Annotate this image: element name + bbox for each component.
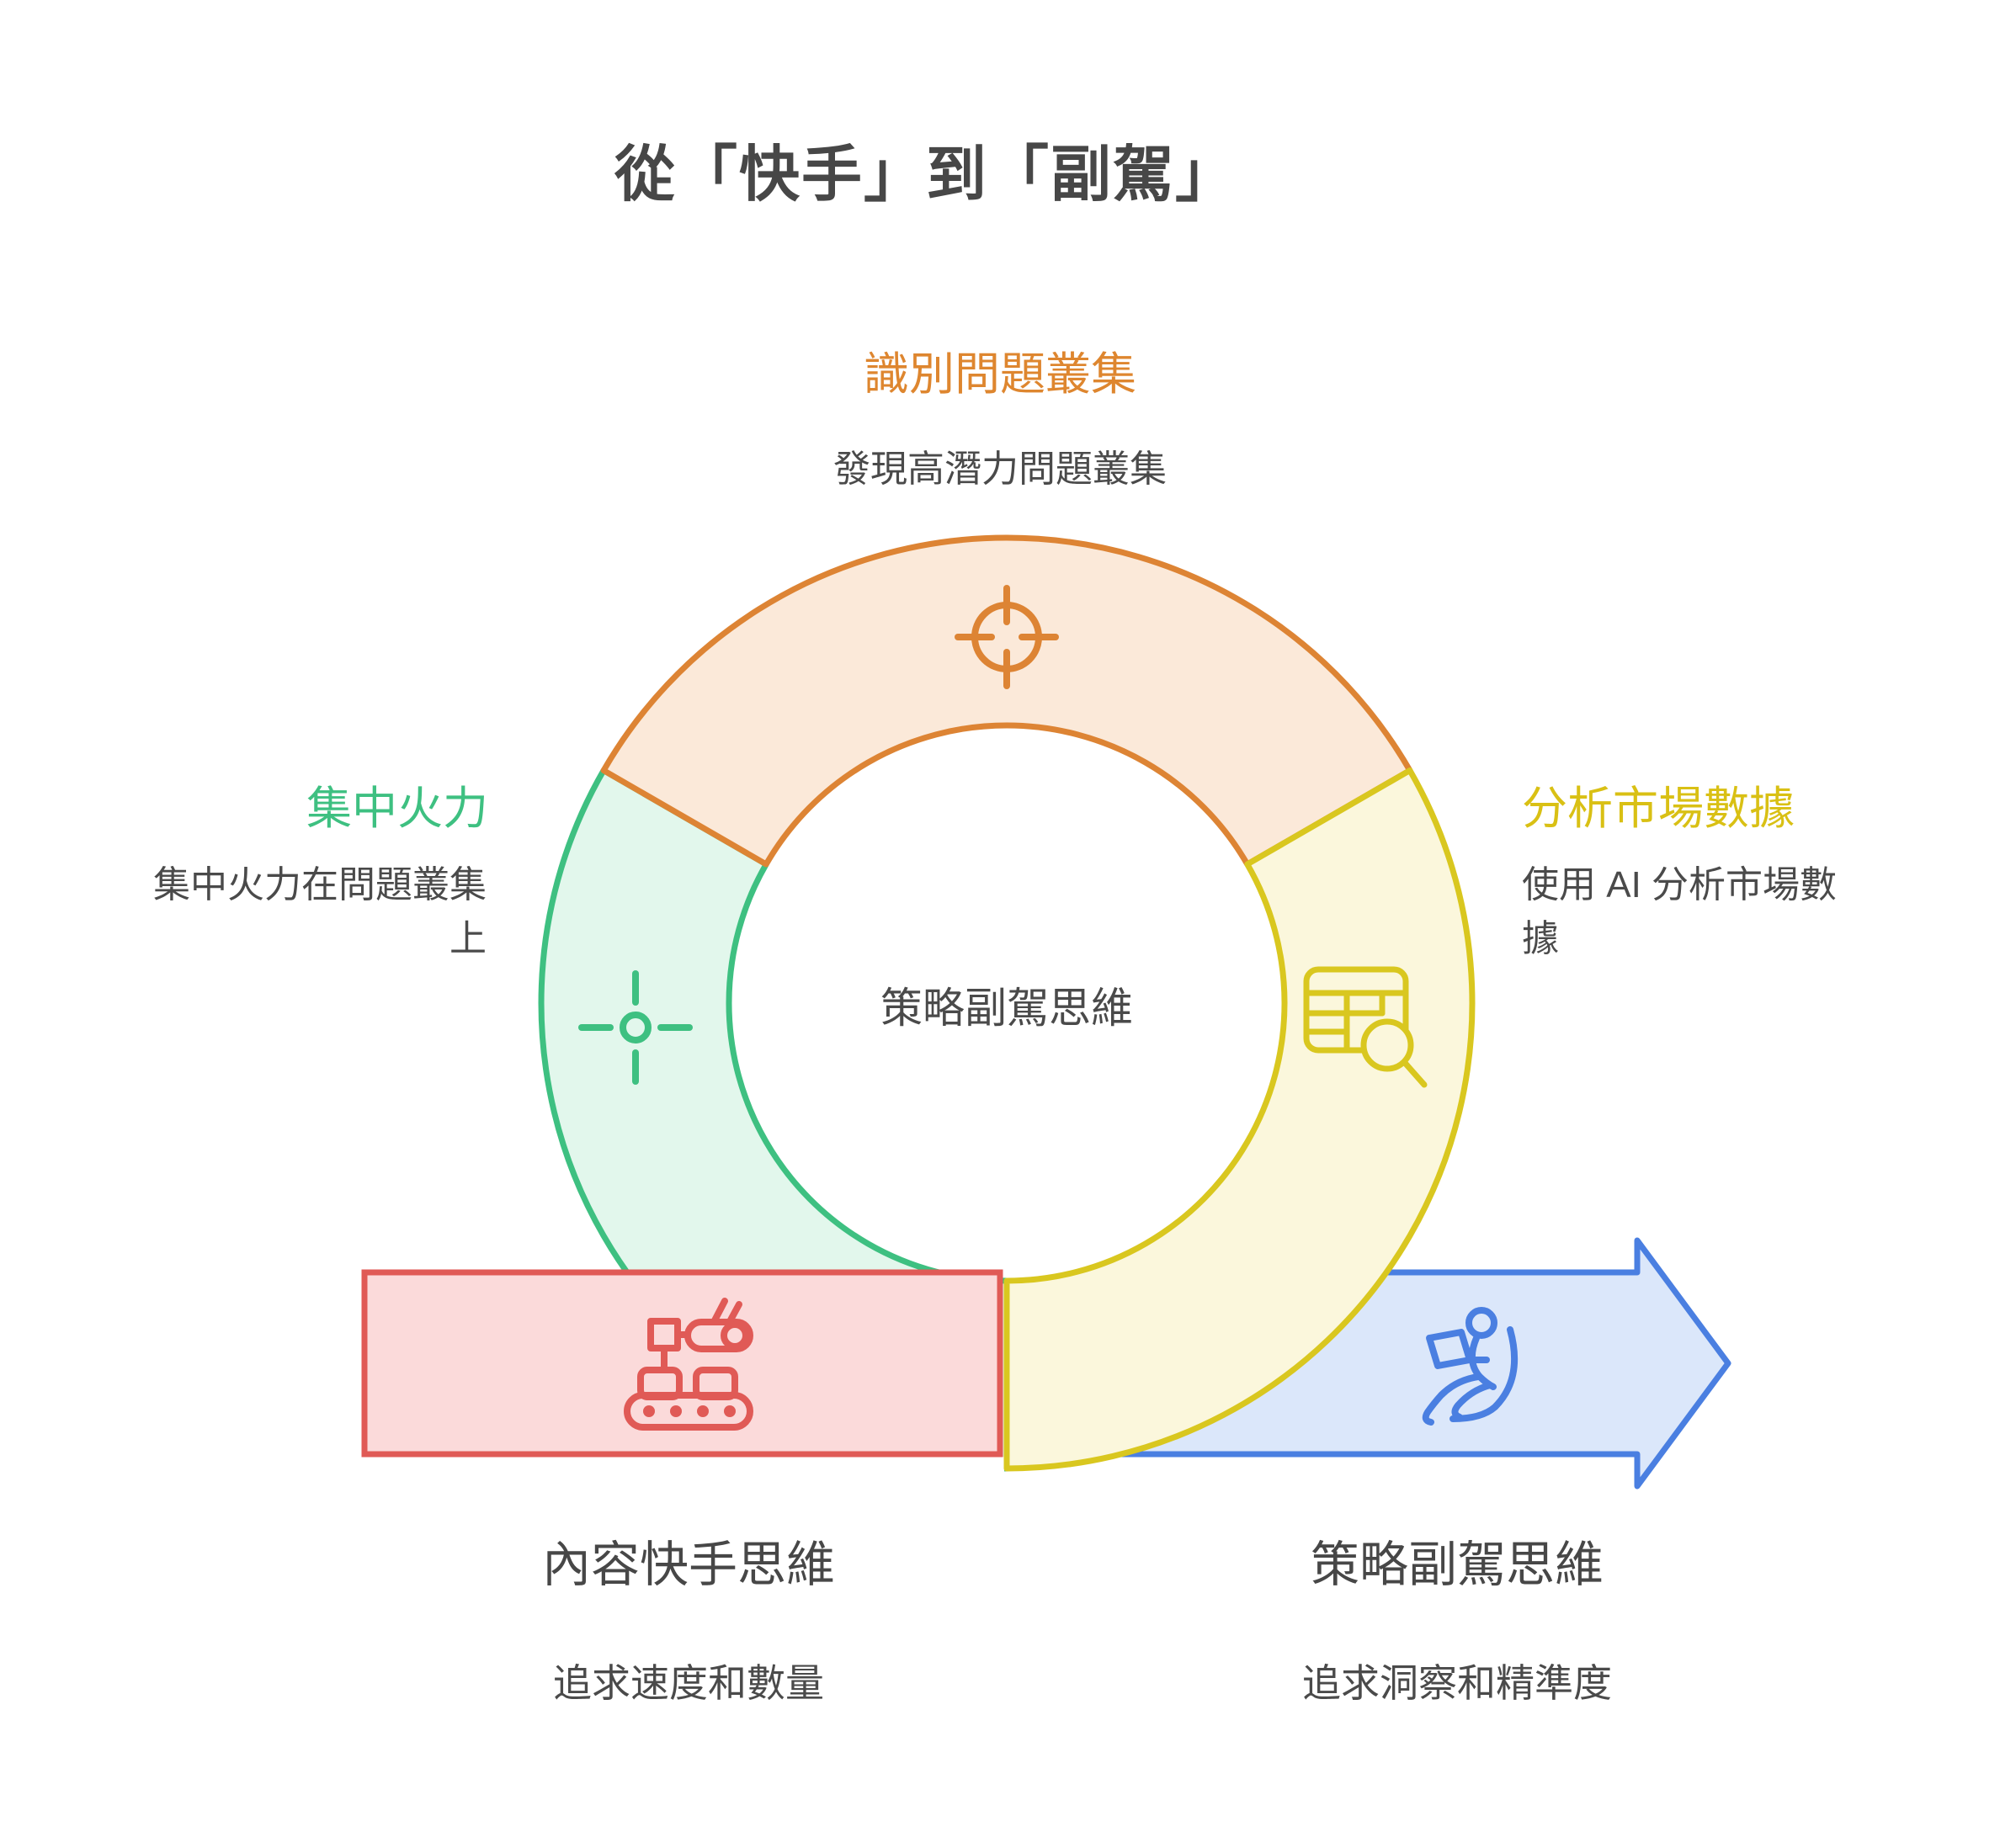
heading-focus-fire: 集中火力 bbox=[306, 783, 488, 834]
subtitle-analyze-market: 使用 AI 分析市場數 據 bbox=[1522, 864, 1838, 959]
segment-identify-problems bbox=[600, 534, 1413, 868]
target-icon bbox=[955, 585, 1059, 689]
factory-conveyor-icon bbox=[624, 1298, 753, 1431]
quick-hand-title: 內容快手思維 bbox=[541, 1537, 835, 1592]
heading-analyze-market: 分析市場數據 bbox=[1522, 783, 1795, 834]
copilot-subtitle: 追求洞察和精準度 bbox=[1302, 1661, 1612, 1705]
quick-hand-subtitle: 追求速度和數量 bbox=[553, 1661, 824, 1705]
subtitle-identify-problems: 發現高潛力問題叢集 bbox=[833, 449, 1167, 490]
donut-hole bbox=[726, 722, 1288, 1284]
table-search-icon bbox=[1303, 966, 1428, 1088]
copilot-title: 策略副駕思維 bbox=[1310, 1537, 1604, 1592]
focus-crosshair-icon bbox=[578, 970, 693, 1085]
heading-identify-problems: 識別問題叢集 bbox=[864, 349, 1136, 400]
donut-center-label: 策略副駕思維 bbox=[880, 985, 1133, 1032]
segment-analyze-market bbox=[1003, 767, 1476, 1472]
subtitle-focus-fire: 集中火力在問題叢集 上 bbox=[153, 864, 487, 959]
page-title: 從「快手」到「副駕」 bbox=[614, 141, 1237, 209]
mask-patch bbox=[842, 1457, 1004, 1474]
person-laptop-icon bbox=[1422, 1307, 1519, 1426]
